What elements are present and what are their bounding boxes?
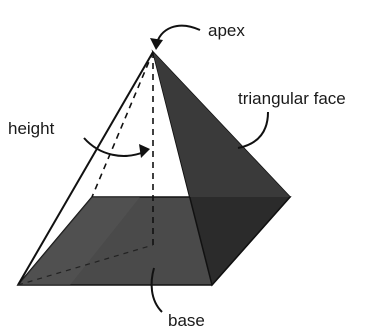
back-face bbox=[153, 52, 290, 197]
height-arrowhead bbox=[139, 144, 150, 158]
hidden-edge-back bbox=[91, 51, 154, 198]
triangular-face-label: triangular face bbox=[238, 89, 346, 108]
face-arrow bbox=[237, 111, 269, 149]
height-label: height bbox=[8, 119, 55, 138]
base-shadow bbox=[18, 197, 140, 285]
apex-arrow bbox=[155, 24, 201, 47]
base-arrow bbox=[150, 267, 163, 313]
left-edge bbox=[17, 51, 154, 286]
apex-arrowhead bbox=[150, 38, 163, 50]
base-label: base bbox=[168, 311, 205, 330]
height-arrow bbox=[83, 137, 145, 157]
hidden-diagonal bbox=[17, 244, 154, 286]
apex-label: apex bbox=[208, 21, 245, 40]
